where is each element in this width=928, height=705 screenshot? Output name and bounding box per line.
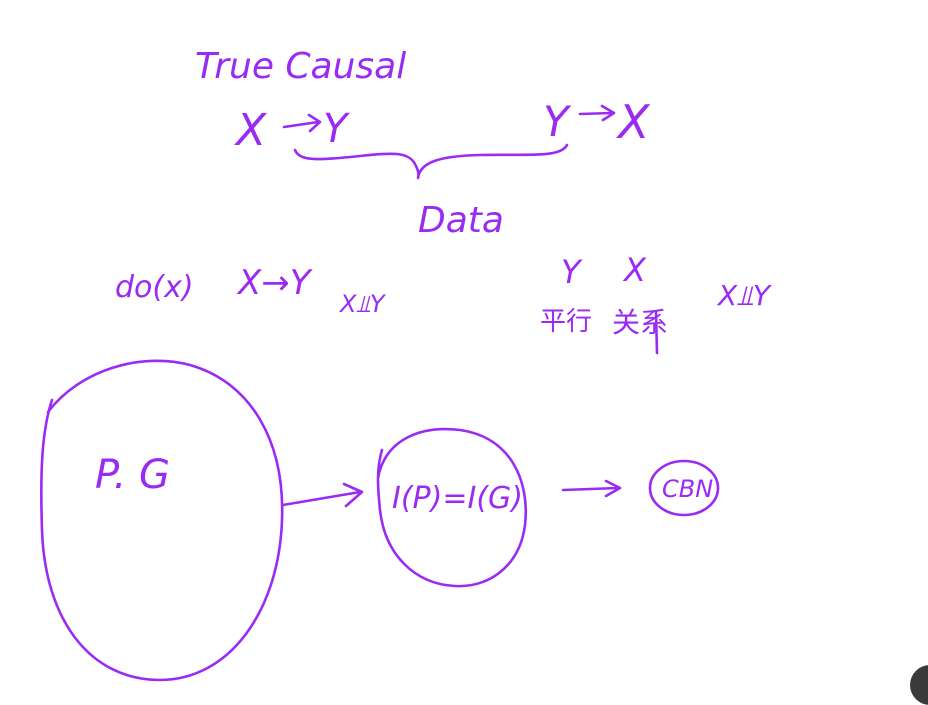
data-label: Data (418, 200, 504, 241)
independence-right: X⫫Y (716, 279, 772, 312)
cbn-label: CBN (662, 475, 713, 503)
y-variable-right: Y (543, 97, 572, 146)
ip-equals-ig-label: I(P)=I(G) (392, 481, 523, 516)
whiteboard-canvas: True Causal X Y Y X Data do(x) X→Y X⫫Y Y… (40, 46, 772, 682)
true-causal-label: True Causal (195, 46, 406, 87)
chinese-label-left: 平行 (540, 307, 592, 337)
curly-brace (293, 143, 569, 180)
whiteboard-svg: True Causal X Y Y X Data do(x) X→Y X⫫Y Y… (40, 46, 772, 682)
causal-arrow-right (578, 104, 616, 122)
independence-left: X⫫Y (338, 290, 387, 318)
x-to-y-label: X→Y (236, 263, 313, 303)
x-variable-left: X (234, 105, 267, 156)
cbn-circle (648, 459, 720, 517)
pg-large-circle (40, 359, 284, 682)
do-x-label: do(x) (115, 270, 194, 305)
arrow-ip-to-cbn (561, 479, 622, 498)
chinese-underline-stroke (654, 310, 659, 355)
y-variable-left: Y (323, 106, 351, 152)
pg-label: P. G (95, 452, 170, 498)
x-variable-right: X (616, 95, 651, 149)
causal-arrow-left (282, 113, 322, 133)
chinese-label-right: 关系 (612, 306, 668, 339)
ip-ig-circle (376, 427, 528, 588)
arrow-pg-to-ip (281, 482, 364, 508)
x-small-label: X (622, 251, 647, 289)
y-small-label: Y (561, 253, 583, 291)
